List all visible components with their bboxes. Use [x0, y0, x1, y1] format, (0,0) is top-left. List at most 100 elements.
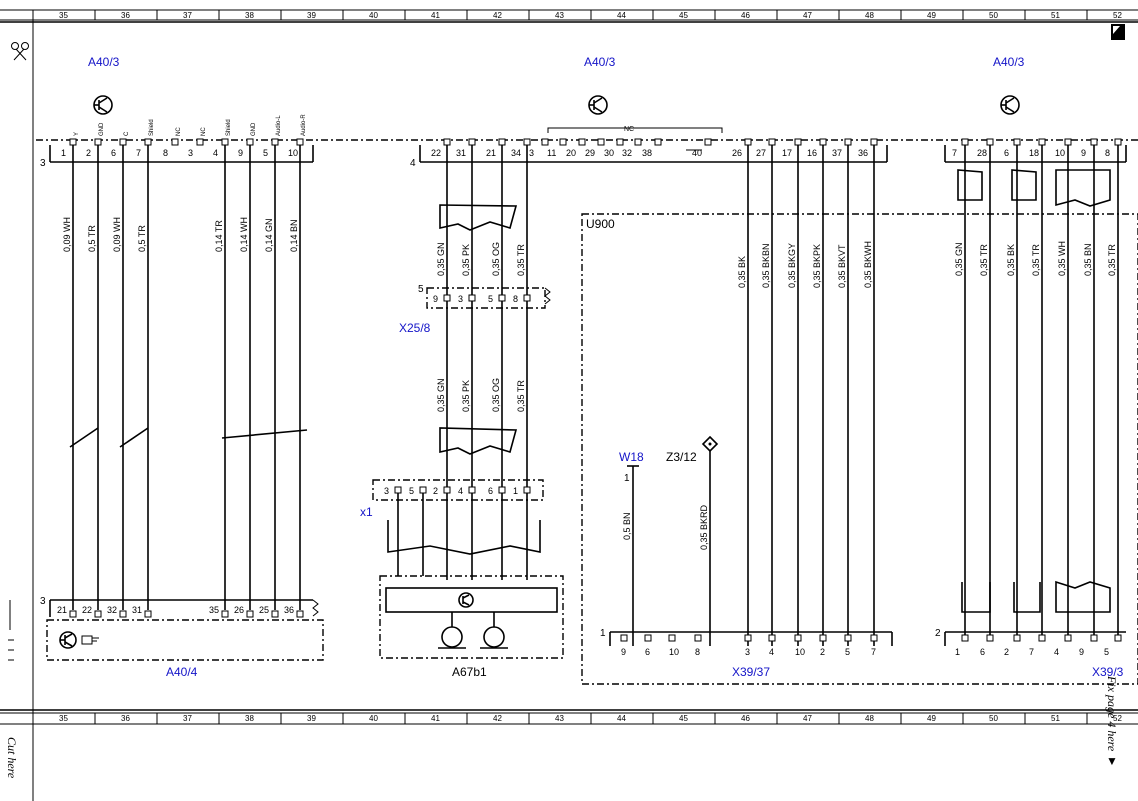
pin-number: 9	[433, 294, 438, 304]
wire-color-label: 0,14 BN	[289, 219, 299, 252]
grid-number-top: 38	[245, 11, 254, 20]
x1-label: x1	[360, 505, 373, 519]
x39-37-connector: 1 X39/37	[600, 628, 893, 679]
grid-number-top: 52	[1113, 11, 1122, 20]
grid-number-bottom: 52	[1113, 714, 1122, 723]
pin-terminal	[246, 610, 254, 618]
pin-number: 4	[213, 148, 218, 158]
pin-number: 2	[820, 647, 825, 657]
transistor-icon-right	[1000, 95, 1020, 115]
z3-12-splice: Z3/12	[666, 435, 719, 464]
grid-number-bottom: 37	[183, 714, 192, 723]
wire-color-label: 0,14 WH	[239, 217, 249, 252]
pin-number: 6	[111, 148, 116, 158]
grid-number-top: 35	[59, 11, 68, 20]
transistor-icon-left	[93, 95, 113, 115]
wire-color-label: 0,35 TR	[1107, 244, 1117, 276]
nc-bracket: NC	[547, 126, 723, 133]
a67b1-component: A67b1	[379, 575, 564, 679]
wire-color-label: 0,14 TR	[214, 220, 224, 252]
pin-signal-label: C	[124, 131, 130, 136]
pin-terminal	[1064, 138, 1072, 146]
pin-number: 5	[263, 148, 268, 158]
pin-terminal	[443, 138, 451, 146]
grid-number-top: 47	[803, 11, 812, 20]
pin-terminal	[986, 634, 994, 642]
x39-3-label: X39/3	[1092, 665, 1124, 679]
connector-3-bottom-label: 3	[40, 596, 46, 607]
pin-terminal	[1064, 634, 1072, 642]
left-ground-marks	[8, 600, 14, 661]
pin-terminal	[794, 634, 802, 642]
grid-number-top: 46	[741, 11, 750, 20]
pin-terminal	[819, 138, 827, 146]
pin-terminal	[1013, 634, 1021, 642]
pin-signal-label: Shield	[226, 119, 232, 136]
pin-terminal	[559, 138, 567, 146]
pin-signal-label: NC	[201, 127, 207, 136]
pin-terminal	[620, 634, 628, 642]
pin-terminal	[694, 634, 702, 642]
shield-sleeve	[961, 582, 991, 613]
shield-sleeve	[439, 204, 518, 231]
pin-number: 32	[622, 148, 632, 158]
grid-number-bottom: 51	[1051, 714, 1060, 723]
pin-number: 8	[1105, 148, 1110, 158]
wire-color-label: 0,35 GN	[436, 242, 446, 276]
pin-terminal	[94, 610, 102, 618]
pin-terminal	[498, 486, 506, 494]
pin-number: 2	[86, 148, 91, 158]
pin-terminal	[616, 138, 624, 146]
grid-number-top: 49	[927, 11, 936, 20]
wire-color-label: 0,35 BKGY	[787, 243, 797, 288]
grid-number-top: 36	[121, 11, 130, 20]
pin-number: 6	[980, 647, 985, 657]
wire-color-label: 0,35 PK	[461, 380, 471, 412]
twisted-pair-mark	[119, 427, 149, 448]
scissors-icon	[11, 42, 29, 61]
x25-8-connector-number: 5	[418, 284, 424, 295]
shield-sleeve	[957, 169, 983, 201]
pin-terminal	[144, 138, 152, 146]
pin-number: 5	[409, 486, 414, 496]
pin-terminal	[443, 294, 451, 302]
pin-terminal	[144, 610, 152, 618]
grid-number-top: 48	[865, 11, 874, 20]
grid-number-bottom: 46	[741, 714, 750, 723]
x39-3-connector: 2 X39/3	[935, 628, 1126, 679]
speaker-coil-icon	[441, 626, 463, 648]
wire-color-label: 0,35 BKBN	[761, 243, 771, 288]
grid-number-bottom: 42	[493, 714, 502, 723]
pin-terminal	[1038, 634, 1046, 642]
pin-terminal	[246, 138, 254, 146]
pin-terminal	[296, 610, 304, 618]
pin-number: 32	[107, 605, 117, 615]
wire-color-label: 0,35 OG	[491, 378, 501, 412]
pin-number: 3	[529, 148, 534, 158]
pin-number: 26	[234, 605, 244, 615]
pin-number: 3	[458, 294, 463, 304]
fix-page-text: Fix page 4 here ▼	[1105, 676, 1119, 769]
pin-signal-label: Y	[74, 132, 80, 136]
pin-terminal	[196, 138, 204, 146]
a40-3-left-label: A40/3	[88, 55, 120, 69]
pin-number: 7	[136, 148, 141, 158]
w18-label: W18	[619, 450, 644, 464]
x25-8-connector: 5 X25/8	[399, 284, 546, 335]
pin-terminal	[296, 138, 304, 146]
pin-terminal	[578, 138, 586, 146]
pin-number: 28	[977, 148, 987, 158]
grid-number-bottom: 40	[369, 714, 378, 723]
pin-terminal	[394, 486, 402, 494]
transistor-icon-a40-4	[59, 631, 77, 649]
pin-number: 35	[209, 605, 219, 615]
pin-number: 7	[1029, 647, 1034, 657]
grid-number-top: 41	[431, 11, 440, 20]
pin-number: 10	[288, 148, 298, 158]
pin-number: 20	[566, 148, 576, 158]
pin-number: 9	[621, 647, 626, 657]
wire-color-label: 0,35 BKWH	[863, 241, 873, 288]
